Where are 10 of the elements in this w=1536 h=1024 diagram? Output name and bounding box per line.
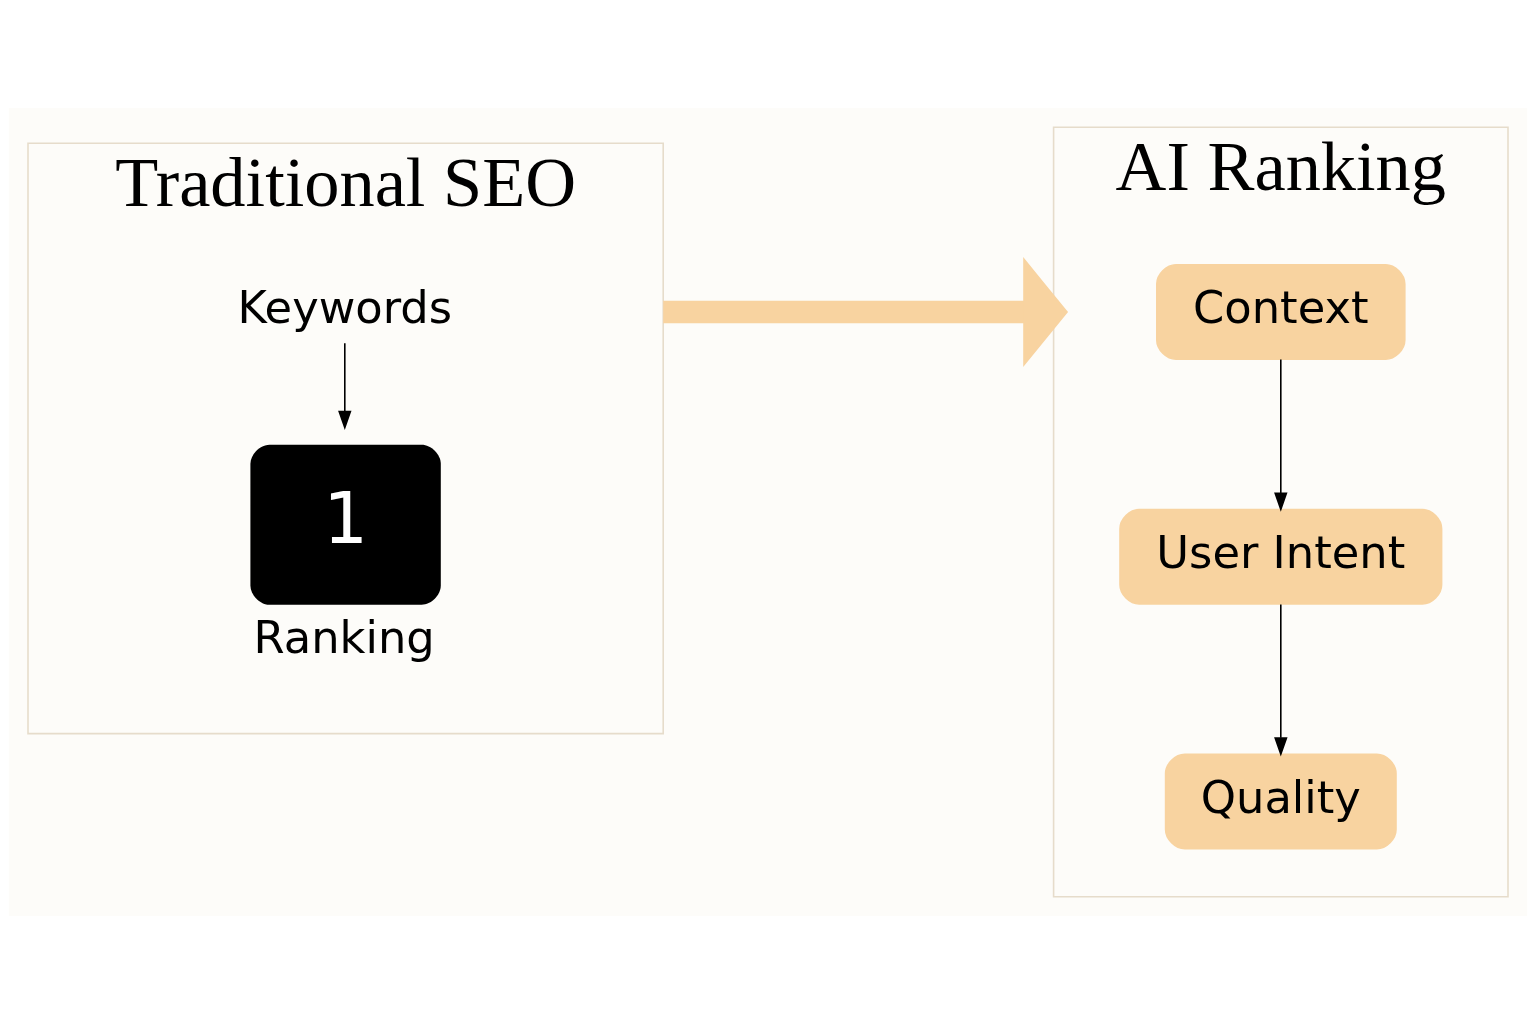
arrow bbox=[1274, 603, 1288, 757]
node-box: Quality bbox=[1164, 753, 1397, 850]
node-box: Context bbox=[1156, 264, 1406, 360]
arrow bbox=[338, 342, 352, 430]
node-label: Ranking bbox=[253, 611, 435, 665]
node-text: Keywords bbox=[237, 281, 453, 335]
arrow bbox=[663, 257, 1069, 367]
arrow bbox=[1274, 358, 1288, 512]
node-box: 1 bbox=[250, 444, 441, 605]
node-box: User Intent bbox=[1119, 508, 1443, 605]
